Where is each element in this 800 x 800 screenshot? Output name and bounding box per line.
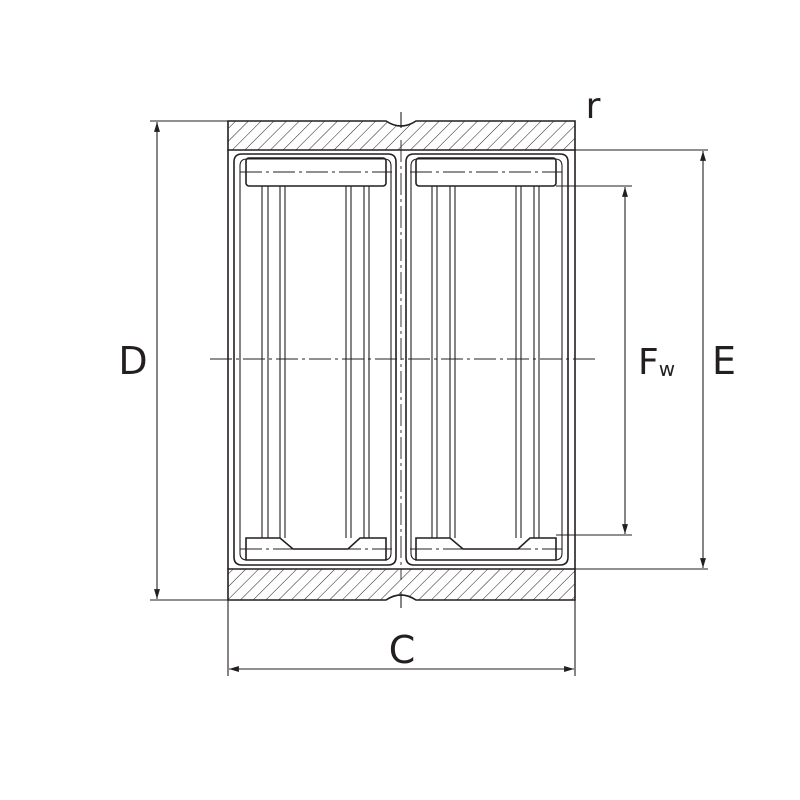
left-needle-row [233, 153, 397, 566]
outer-ring-bottom-section [227, 568, 576, 601]
dimension-e [560, 149, 708, 570]
label-c: C [389, 628, 416, 672]
outer-ring-top-section [227, 120, 576, 151]
dimension-c [227, 600, 576, 676]
dimension-d [150, 120, 228, 601]
label-d: D [118, 339, 147, 383]
outer-ring-walls [227, 112, 576, 608]
centerlines [210, 140, 595, 580]
dimension-fw [556, 185, 632, 536]
label-r: r [586, 86, 601, 127]
right-needle-row [405, 153, 569, 566]
label-fw-main: F [638, 342, 659, 383]
label-fw-sub: w [659, 357, 675, 381]
label-e: E [712, 339, 736, 383]
label-fw: Fw [638, 342, 675, 383]
